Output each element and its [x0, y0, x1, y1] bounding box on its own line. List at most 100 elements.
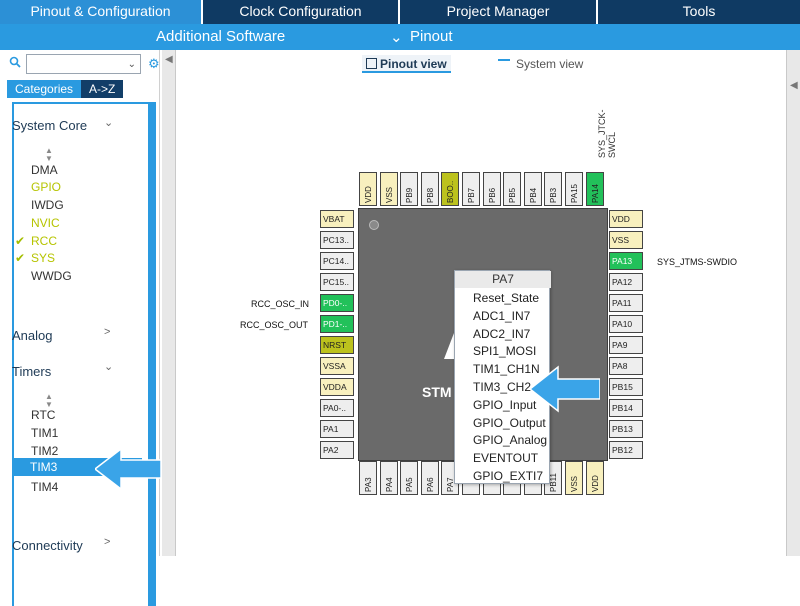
list-item-dma[interactable]: DMA: [31, 163, 58, 177]
popup-item-adc1-in7[interactable]: ADC1_IN7: [473, 308, 531, 323]
pin-left-pd1[interactable]: PD1-..: [320, 315, 354, 333]
list-item-rcc[interactable]: ✔RCC: [15, 234, 57, 248]
sort-icon[interactable]: ▲▼: [45, 392, 53, 409]
left-panel-collapse[interactable]: ◀: [162, 50, 176, 556]
pin-top-boo[interactable]: BOO..: [441, 172, 460, 206]
pin-right-pa13[interactable]: PA13: [609, 252, 643, 270]
popup-item-reset-state[interactable]: Reset_State: [473, 291, 540, 305]
pin-right-pa12[interactable]: PA12: [609, 273, 643, 291]
view-toggle: Pinout view System view: [360, 55, 600, 75]
pin-bottom-vss-10[interactable]: VSS: [565, 461, 583, 495]
list-item-gpio[interactable]: GPIO: [31, 180, 62, 194]
popup-item-tim1-ch1n[interactable]: TIM1_CH1N: [473, 362, 540, 377]
pin-right-pb15[interactable]: PB15: [609, 378, 643, 396]
tab-pinout-configuration[interactable]: Pinout & Configuration: [0, 0, 203, 24]
popup-title: PA7: [455, 271, 551, 288]
list-item-wwdg[interactable]: WWDG: [31, 269, 72, 283]
pin-left-vbat[interactable]: VBAT: [320, 210, 354, 228]
chevron-right-icon[interactable]: >: [104, 536, 111, 548]
pin-top-pb9[interactable]: PB9: [400, 172, 419, 206]
chevron-right-icon[interactable]: >: [104, 326, 111, 338]
pin-top-pb5[interactable]: PB5: [503, 172, 522, 206]
popup-item-eventout[interactable]: EVENTOUT: [473, 451, 539, 466]
popup-item-gpio-input[interactable]: GPIO_Input: [473, 397, 537, 412]
pin-top-pb7[interactable]: PB7: [462, 172, 480, 206]
pin-top-pb3[interactable]: PB3: [544, 172, 563, 206]
pin-left-vssa[interactable]: VSSA: [320, 357, 354, 375]
pin-right-vdd[interactable]: VDD: [609, 210, 643, 228]
tab-clock-configuration[interactable]: Clock Configuration: [203, 0, 400, 24]
tab-tools[interactable]: Tools: [682, 3, 716, 19]
pin-right-vss[interactable]: VSS: [609, 231, 643, 249]
gear-icon[interactable]: ⚙: [148, 56, 160, 71]
pin-right-pa10[interactable]: PA10: [609, 315, 643, 333]
pin-left-pa2[interactable]: PA2: [320, 441, 354, 459]
chevron-down-icon[interactable]: ⌄: [104, 117, 114, 129]
pin-bottom-pa6-3[interactable]: PA6: [420, 461, 439, 495]
popup-item-gpio-exti7[interactable]: GPIO_EXTI7: [473, 469, 544, 483]
pin-bottom-pa3-0[interactable]: PA3: [359, 461, 377, 495]
pin-top-pb8[interactable]: PB8: [420, 172, 439, 206]
tab-categories[interactable]: Categories: [7, 80, 82, 98]
pin-left-pd0[interactable]: PD0-..: [320, 294, 354, 312]
list-item-iwdg[interactable]: IWDG: [31, 198, 64, 212]
pin-left-nrst[interactable]: NRST: [320, 336, 354, 354]
top-tab-bar: Pinout & Configuration Clock Configurati…: [0, 0, 800, 24]
pin-left-pc15[interactable]: PC15..: [320, 273, 354, 291]
pin-top-pa15[interactable]: PA15: [565, 172, 583, 206]
pin-left-pa0[interactable]: PA0-..: [320, 399, 354, 417]
tab-project-manager[interactable]: Project Manager: [400, 0, 598, 24]
tab-a-to-z[interactable]: A->Z: [81, 80, 124, 98]
pin-right-pa9[interactable]: PA9: [609, 336, 643, 354]
chevron-down-icon[interactable]: ⌄: [104, 361, 114, 373]
list-item-nvic[interactable]: NVIC: [31, 216, 60, 230]
group-connectivity[interactable]: Connectivity: [12, 538, 83, 553]
additional-software-menu[interactable]: Additional Software: [156, 28, 286, 45]
pin-right-pb12[interactable]: PB12: [609, 441, 643, 459]
pin-left-vdda[interactable]: VDDA: [320, 378, 354, 396]
pinout-menu[interactable]: Pinout: [410, 28, 453, 45]
popup-item-tim3-ch2[interactable]: TIM3_CH2: [473, 380, 532, 394]
pin-top-vss[interactable]: VSS: [379, 172, 398, 206]
pin-left-pc13[interactable]: PC13..: [320, 231, 354, 249]
collapse-right-icon[interactable]: ◀: [790, 80, 798, 91]
list-item-tim1[interactable]: TIM1: [31, 426, 59, 440]
list-item-tim2[interactable]: TIM2: [31, 444, 59, 458]
pin-top-pb4[interactable]: PB4: [523, 172, 542, 206]
collapse-left-icon[interactable]: ◀: [165, 54, 173, 65]
chevron-down-icon[interactable]: ⌄: [127, 59, 136, 70]
sort-icon[interactable]: ▲▼: [45, 146, 53, 163]
group-system-core[interactable]: System Core: [12, 118, 88, 133]
scrollbar[interactable]: [148, 102, 156, 606]
pin-right-pa11[interactable]: PA11: [609, 294, 643, 312]
pin-left-pa1[interactable]: PA1: [320, 420, 354, 438]
pin-bottom-pa4-1[interactable]: PA4: [379, 461, 398, 495]
group-analog[interactable]: Analog: [12, 328, 53, 343]
list-item-rtc[interactable]: RTC: [31, 408, 56, 422]
pin-top-pb6[interactable]: PB6: [482, 172, 501, 206]
pin-top-pa14[interactable]: PA14: [585, 172, 604, 206]
pin-right-pa8[interactable]: PA8: [609, 357, 643, 375]
pinout-view-button[interactable]: Pinout view: [362, 55, 451, 73]
check-icon: ✔: [15, 234, 26, 248]
popup-item-gpio-output[interactable]: GPIO_Output: [473, 415, 546, 430]
pin-right-pb13[interactable]: PB13: [609, 420, 643, 438]
list-item-sys[interactable]: ✔SYS: [15, 251, 56, 265]
pin-right-pb14[interactable]: PB14: [609, 399, 643, 417]
system-view-button[interactable]: System view: [498, 55, 583, 73]
group-timers[interactable]: Timers: [12, 364, 52, 379]
list-item-tim3[interactable]: TIM3: [30, 460, 58, 474]
popup-item-spi1-mosi[interactable]: SPI1_MOSI: [473, 344, 537, 359]
chevron-down-icon[interactable]: ⌄: [390, 29, 403, 46]
pin-left-pc14[interactable]: PC14..: [320, 252, 354, 270]
pin-bottom-pa5-2[interactable]: PA5: [400, 461, 419, 495]
category-tabs: Categories A->Z: [7, 80, 124, 98]
popup-item-adc2-in7[interactable]: ADC2_IN7: [473, 326, 531, 341]
search-input[interactable]: ⌄: [26, 54, 141, 74]
list-item-tim4[interactable]: TIM4: [31, 480, 59, 494]
pin-bottom-vdd-11[interactable]: VDD: [585, 461, 604, 495]
popup-item-gpio-analog[interactable]: GPIO_Analog: [473, 433, 548, 448]
pin-top-vdd[interactable]: VDD: [359, 172, 377, 206]
right-panel-collapse[interactable]: ◀: [786, 50, 800, 556]
